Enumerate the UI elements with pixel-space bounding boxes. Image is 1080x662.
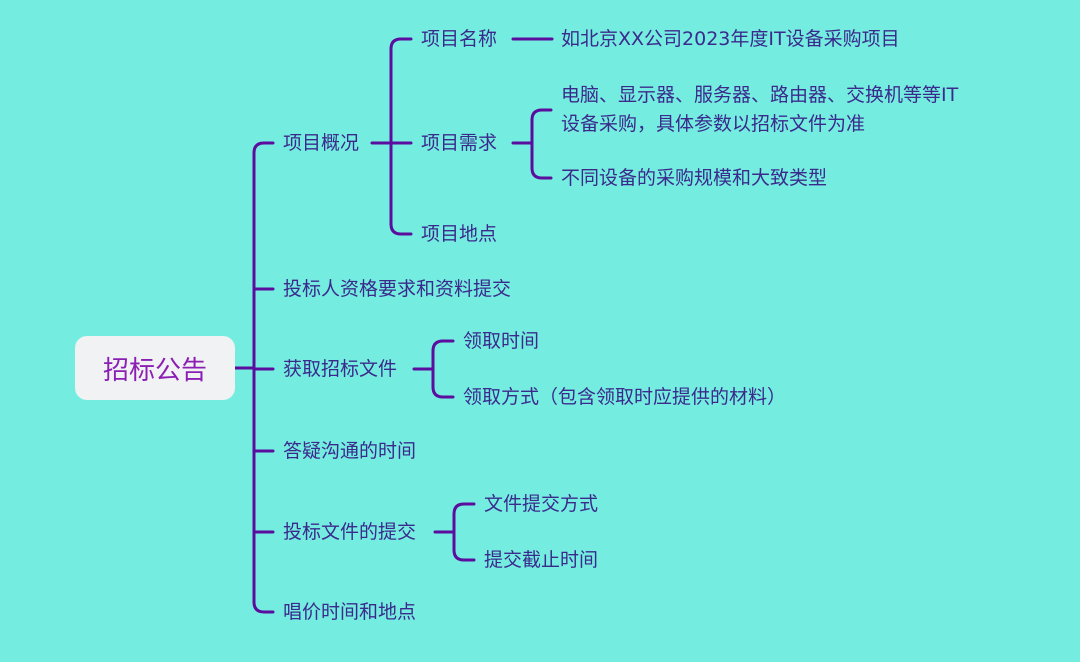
main-branch-stub-5 (252, 600, 275, 614)
main-branch-stub-0 (252, 141, 275, 155)
overview-branch-stub-2 (389, 222, 413, 236)
node-collection-method[interactable]: 领取方式（包含领取时应提供的材料） (463, 386, 787, 408)
branch-price-reading[interactable]: 唱价时间和地点 (283, 601, 417, 623)
node-project-requirements[interactable]: 项目需求 (421, 132, 498, 154)
branch-bid-submission[interactable]: 投标文件的提交 (283, 521, 417, 543)
overview-branch-stub-0 (389, 37, 413, 51)
node-requirements-line-2[interactable]: 设备采购，具体参数以招标文件为准 (561, 113, 866, 135)
requirements-branch-stub-1 (530, 166, 553, 180)
node-requirements-scale[interactable]: 不同设备的采购规模和大致类型 (561, 167, 828, 189)
node-requirements-line-1[interactable]: 电脑、显示器、服务器、路由器、交换机等等IT (561, 84, 959, 106)
root-label: 招标公告 (102, 355, 207, 386)
branch-obtain-documents[interactable]: 获取招标文件 (283, 358, 398, 380)
node-project-name-example[interactable]: 如北京XX公司2023年度IT设备采购项目 (561, 28, 900, 50)
node-project-name[interactable]: 项目名称 (421, 28, 498, 50)
branch-project-overview[interactable]: 项目概况 (283, 132, 360, 154)
node-submission-deadline[interactable]: 提交截止时间 (484, 549, 599, 571)
branch-qa-time[interactable]: 答疑沟通的时间 (283, 440, 417, 462)
submission-branch-stub-0 (452, 502, 476, 516)
node-submission-method[interactable]: 文件提交方式 (484, 493, 599, 515)
branch-bidder-qualification[interactable]: 投标人资格要求和资料提交 (283, 278, 512, 300)
obtain-branch-stub-1 (431, 385, 455, 399)
node-collection-time[interactable]: 领取时间 (463, 330, 540, 352)
node-project-location[interactable]: 项目地点 (421, 223, 498, 245)
obtain-branch-stub-0 (431, 339, 455, 353)
root-node[interactable]: 招标公告 (75, 336, 235, 400)
submission-branch-stub-1 (452, 548, 476, 562)
requirements-branch-stub-0 (530, 108, 553, 122)
